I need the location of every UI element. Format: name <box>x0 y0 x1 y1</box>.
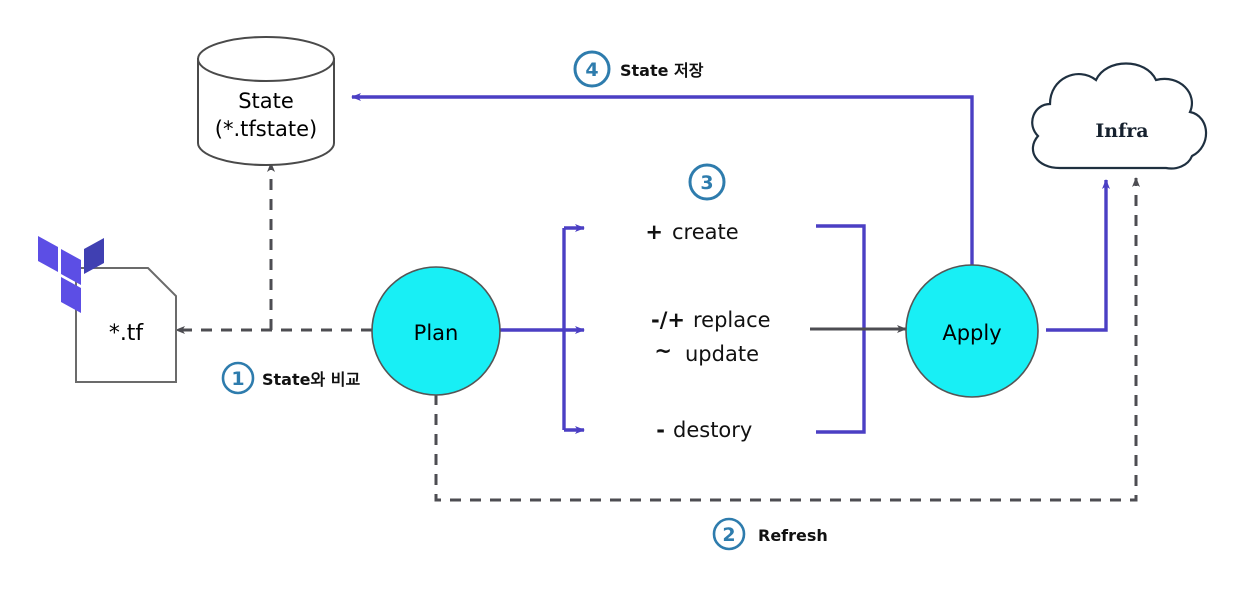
connector-refresh <box>434 177 1140 502</box>
step-4-number: 4 <box>585 59 598 81</box>
step-3-number: 3 <box>700 172 713 194</box>
step-badge-1: 1 State와 비교 <box>221 361 360 395</box>
action-replace-label: replace <box>693 308 771 332</box>
step-2-label: Refresh <box>758 526 828 545</box>
step-1-label: State와 비교 <box>262 370 360 389</box>
action-update-symbol: ~ <box>654 339 672 363</box>
node-apply[interactable]: Apply <box>905 264 1039 398</box>
node-state-cylinder: State (*.tfstate) <box>197 36 335 166</box>
step-badge-3: 3 <box>688 163 726 201</box>
node-infra-cloud: Infra <box>1031 62 1208 170</box>
action-destory-label: destory <box>673 418 752 442</box>
step-4-label: State 저장 <box>620 61 704 80</box>
apply-label: Apply <box>942 321 1001 345</box>
state-label-line2: (*.tfstate) <box>215 117 317 141</box>
tf-file-label: *.tf <box>109 321 145 346</box>
action-update-label: update <box>685 342 759 366</box>
connector-actions-to-apply <box>810 224 907 434</box>
connector-plan-to-actions <box>500 224 585 434</box>
action-create-label: create <box>672 220 739 244</box>
step-1-number: 1 <box>231 368 244 390</box>
action-list: + create -/+ replace ~ update - destory <box>645 220 770 442</box>
node-plan[interactable]: Plan <box>371 266 501 396</box>
action-create-symbol: + <box>645 220 663 244</box>
step-2-number: 2 <box>722 524 735 546</box>
node-tf-file: *.tf <box>75 267 177 383</box>
connector-apply-to-state <box>351 93 974 322</box>
action-replace-symbol: -/+ <box>651 308 685 332</box>
connector-apply-to-infra <box>1046 179 1110 332</box>
plan-label: Plan <box>414 321 459 345</box>
terraform-logo-icon <box>38 236 104 313</box>
infra-label: Infra <box>1095 120 1148 142</box>
connector-plan-to-file <box>175 162 372 334</box>
action-destory-symbol: - <box>656 418 665 442</box>
state-label-line1: State <box>238 89 294 113</box>
step-badge-4: 4 State 저장 <box>573 50 704 88</box>
step-badge-2: 2 Refresh <box>712 517 828 551</box>
